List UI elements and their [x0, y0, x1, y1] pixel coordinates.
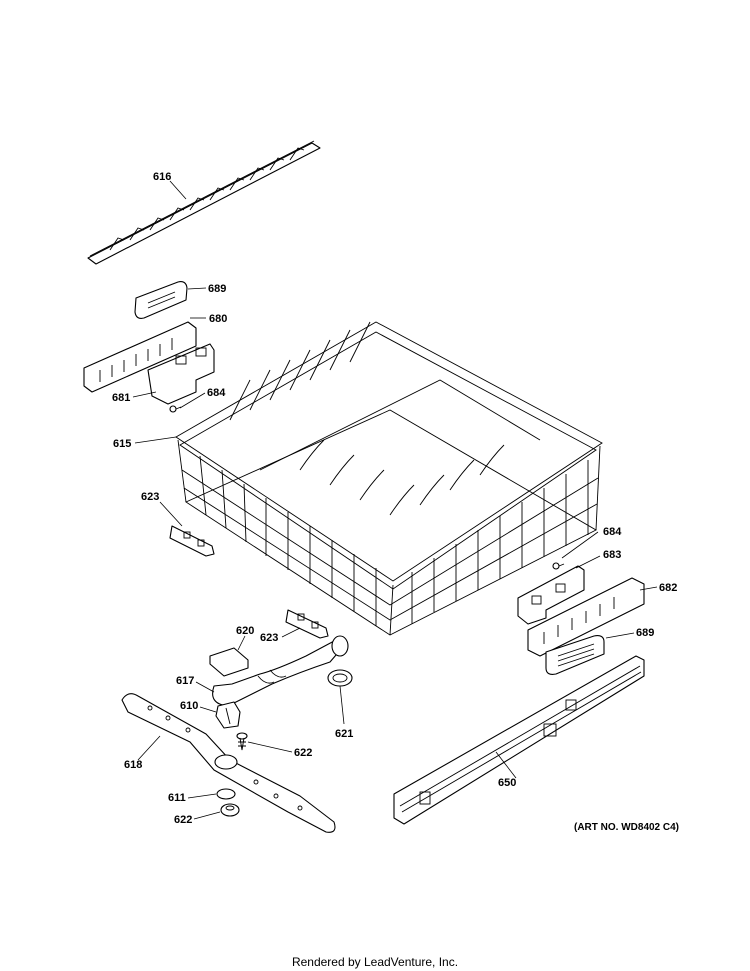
part-620-cap: [209, 647, 249, 677]
part-650-slide-rail: [393, 655, 645, 825]
label-684-left: 684: [207, 387, 226, 399]
label-650: 650: [498, 777, 516, 789]
part-683-bracket-right: [517, 565, 585, 625]
part-689-cap-right: [545, 635, 605, 675]
label-610: 610: [180, 700, 198, 712]
part-681-bracket: [147, 343, 215, 405]
part-611-washer: [216, 788, 236, 800]
label-684-right: 684: [603, 526, 622, 538]
part-618-spray-arm: [121, 693, 336, 833]
label-620: 620: [236, 625, 254, 637]
label-611: 611: [168, 792, 186, 804]
label-615: 615: [113, 438, 131, 450]
part-617-feed-tube: [212, 635, 349, 707]
part-610-bearing: [215, 701, 241, 729]
label-682: 682: [659, 582, 677, 594]
part-623-clip-left: [169, 525, 215, 557]
label-680: 680: [209, 313, 227, 325]
part-622-screw-middle: [236, 732, 248, 751]
part-689-top-cap: [134, 281, 188, 319]
label-616: 616: [153, 171, 171, 183]
label-683: 683: [603, 549, 621, 561]
part-682-adjuster-housing: [527, 577, 645, 657]
part-684-screw-left: [169, 405, 182, 413]
part-622-nut: [220, 803, 240, 817]
part-615-upper-rack: [175, 321, 603, 636]
label-681: 681: [112, 392, 130, 404]
footer-credit: Rendered by LeadVenture, Inc.: [291, 955, 459, 969]
label-621: 621: [335, 728, 353, 740]
label-689-top: 689: [208, 283, 226, 295]
label-617: 617: [176, 675, 194, 687]
art-number: (ART NO. WD8402 C4): [574, 822, 680, 833]
label-622-bottom: 622: [174, 814, 192, 826]
callout-labels: 616 689 680 681 684 615 623 684 683 682 …: [112, 171, 677, 826]
leader-lines: [132, 180, 658, 820]
part-684-screw-right: [552, 562, 565, 570]
label-689-right: 689: [636, 627, 654, 639]
part-680-adjuster-housing: [83, 321, 197, 393]
part-623-clip-center: [285, 609, 329, 639]
label-623-center: 623: [260, 632, 278, 644]
label-622-middle: 622: [294, 747, 312, 759]
part-616-tine-rail: [87, 140, 321, 265]
label-618: 618: [124, 759, 142, 771]
label-623-left: 623: [141, 491, 159, 503]
part-621-clip: [327, 669, 353, 687]
